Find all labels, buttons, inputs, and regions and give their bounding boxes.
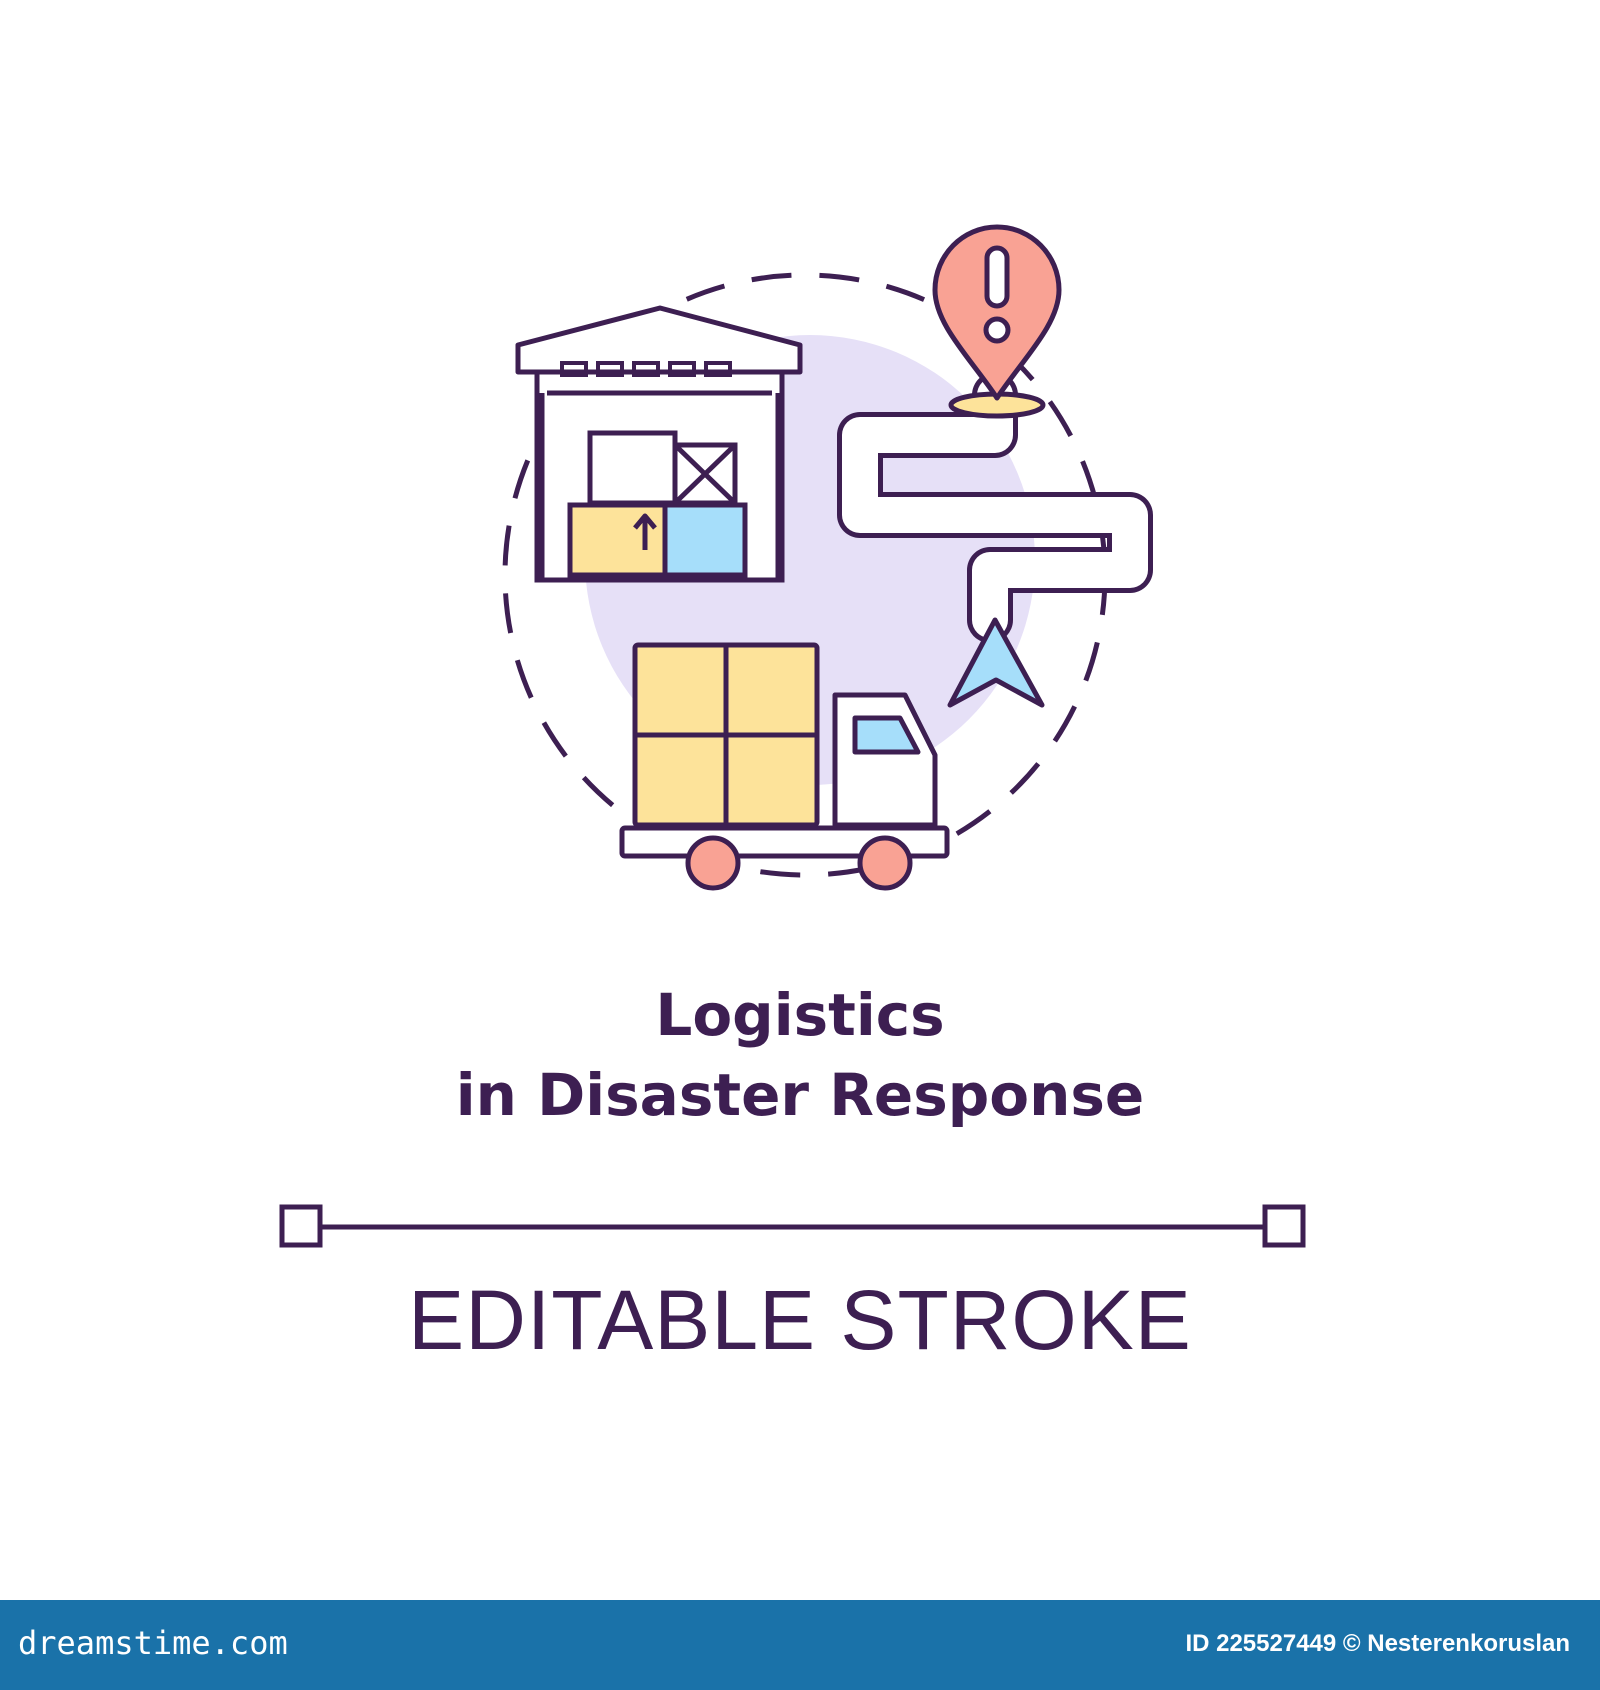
location-pin-alert-icon [932,224,1062,419]
boxes-icon [567,430,748,578]
navigation-arrow-icon [947,617,1045,708]
stroke-start-handle [279,1204,323,1248]
concept-title: Logistics in Disaster Response [0,975,1600,1135]
watermark-footer-bar: dreamstime.com ID 225527449 © Nesterenko… [0,1600,1600,1690]
delivery-truck-icon [619,642,950,891]
footer-credit: ID 225527449 © Nesterenkoruslan [1185,1630,1570,1657]
title-line-2: in Disaster Response [455,1061,1145,1129]
title-line-1: Logistics [655,981,945,1049]
stroke-end-handle [1262,1204,1306,1248]
editable-stroke-line [279,1204,1306,1248]
route-path-icon [837,372,1153,643]
editable-stroke-label: EDITABLE STROKE [408,1273,1192,1367]
footer-brand[interactable]: dreamstime.com [18,1624,288,1662]
logistics-illustration [502,224,1153,891]
